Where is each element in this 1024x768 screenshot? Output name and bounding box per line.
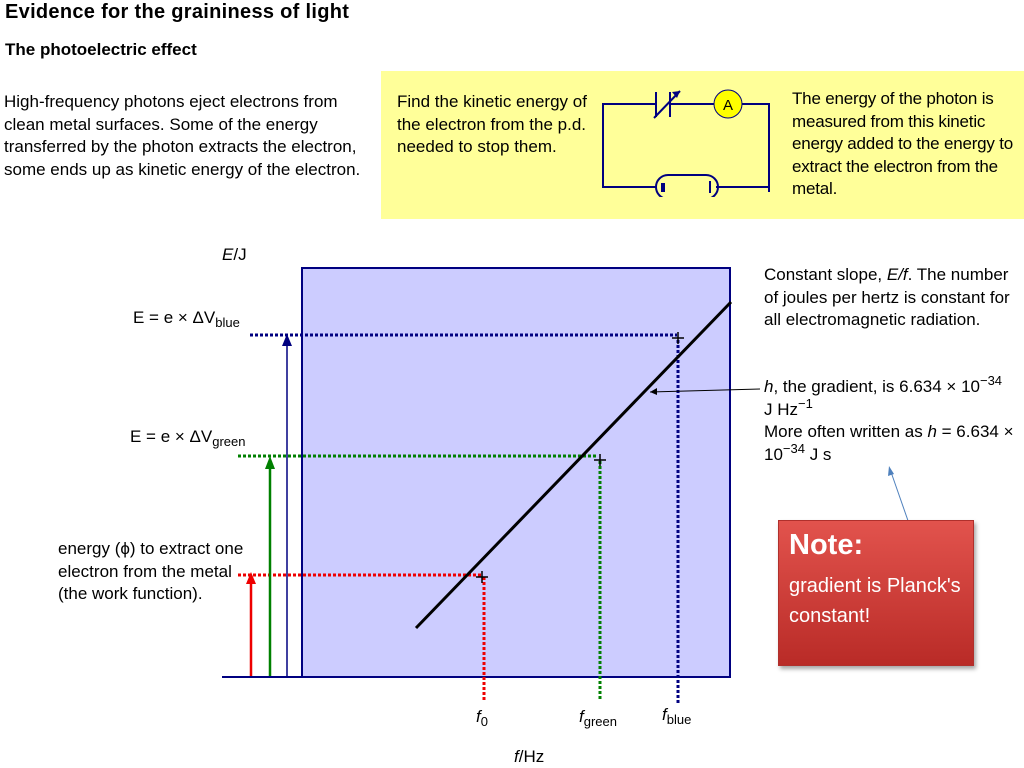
note-body: gradient is Planck's constant! bbox=[789, 575, 961, 627]
energy-arrows bbox=[246, 334, 292, 676]
gradient-pointer bbox=[649, 388, 761, 393]
e-green-label: E = e × ΔVgreen bbox=[130, 427, 246, 449]
photocell-tube bbox=[655, 174, 719, 197]
plot-area bbox=[301, 267, 731, 678]
x-axis-label: f/Hz bbox=[514, 747, 545, 766]
planck-note: h, the gradient, is 6.634 × 10−34 J Hz−1… bbox=[764, 373, 1014, 464]
page-title: Evidence for the graininess of light bbox=[5, 1, 350, 23]
energy-frequency-line bbox=[414, 300, 733, 630]
point-fgreen bbox=[594, 454, 606, 466]
point-f0 bbox=[476, 571, 488, 583]
fgreen-label: fgreen bbox=[579, 707, 617, 729]
experiment-right-text: The energy of the photon is measured fro… bbox=[792, 89, 1014, 198]
page-subtitle: The photoelectric effect bbox=[5, 40, 197, 59]
experiment-panel: Find the kinetic energy of the electron … bbox=[381, 71, 1024, 219]
intro-paragraph: High-frequency photons eject electrons f… bbox=[4, 92, 361, 179]
green-arrow-head bbox=[265, 456, 275, 469]
ammeter-label: A bbox=[723, 97, 733, 114]
f0-label: f0 bbox=[476, 707, 488, 729]
note-callout: Note: gradient is Planck's constant! bbox=[778, 520, 974, 666]
data-points bbox=[476, 332, 684, 583]
note-title: Note: bbox=[789, 529, 864, 561]
blue-arrow-head bbox=[282, 334, 292, 346]
experiment-left-text: Find the kinetic energy of the electron … bbox=[397, 92, 587, 156]
point-fblue bbox=[672, 332, 684, 344]
y-axis-label: E/J bbox=[222, 245, 247, 264]
circuit-diagram: A bbox=[602, 89, 770, 197]
work-function-label: energy (ϕ) to extract one electron from … bbox=[58, 539, 244, 603]
slope-note: Constant slope, E/f. The number of joule… bbox=[764, 265, 1010, 329]
ammeter-icon bbox=[713, 89, 743, 119]
e-blue-label: E = e × ΔVblue bbox=[133, 308, 240, 330]
fblue-label: fblue bbox=[662, 705, 692, 727]
red-arrow-head bbox=[246, 572, 256, 584]
